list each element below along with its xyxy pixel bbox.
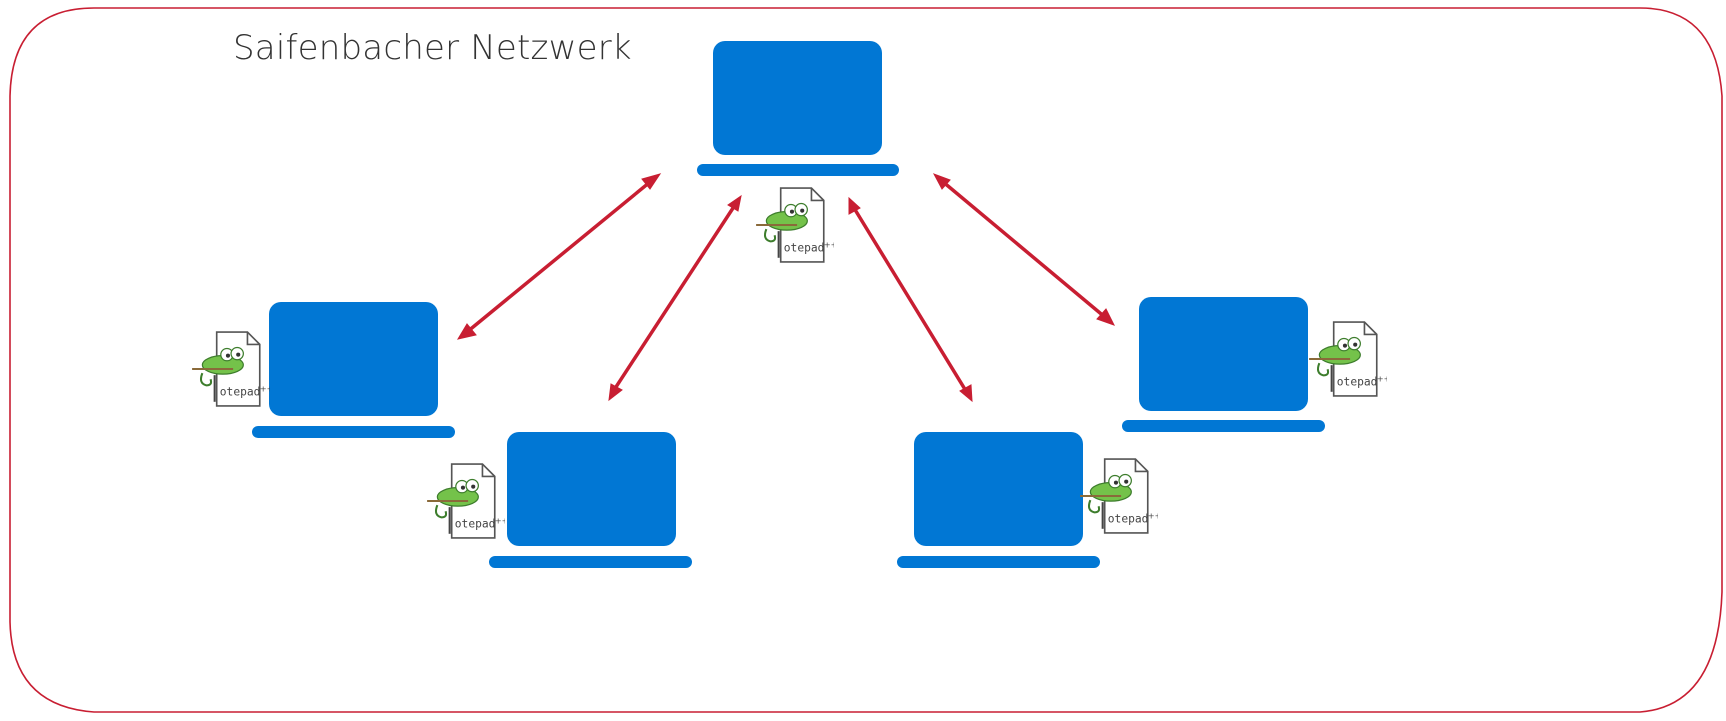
laptop-bottom-right: [897, 432, 1158, 568]
laptop-base: [697, 164, 899, 176]
notepadplusplus-icon: [1308, 321, 1387, 397]
laptop-bottom-left: [426, 432, 692, 568]
diagram-title: Saifenbacher Netzwerk: [233, 28, 632, 68]
link-top-to-bottom-left: [608, 194, 742, 402]
link-top-to-right: [932, 173, 1116, 326]
laptop-base: [1122, 420, 1325, 432]
laptop-screen: [507, 432, 676, 546]
laptop-screen: [914, 432, 1083, 546]
diagram-frame: [9, 7, 1723, 713]
link-top-to-bottom-right: [848, 196, 973, 403]
notepadplusplus-icon: [1079, 458, 1158, 534]
laptop-screen: [269, 302, 438, 416]
laptop-right: [1122, 297, 1387, 432]
notepadplusplus-icon: [426, 463, 505, 539]
link-top-to-left: [456, 173, 662, 340]
notepadplusplus-icon: [191, 331, 270, 407]
notepadplusplus-icon: [755, 187, 834, 263]
laptop-left: [191, 302, 455, 438]
laptop-screen: [713, 41, 882, 155]
laptop-base: [489, 556, 692, 568]
laptop-base: [252, 426, 455, 438]
laptop-screen: [1139, 297, 1308, 411]
laptop-top: [697, 41, 899, 263]
laptop-base: [897, 556, 1100, 568]
